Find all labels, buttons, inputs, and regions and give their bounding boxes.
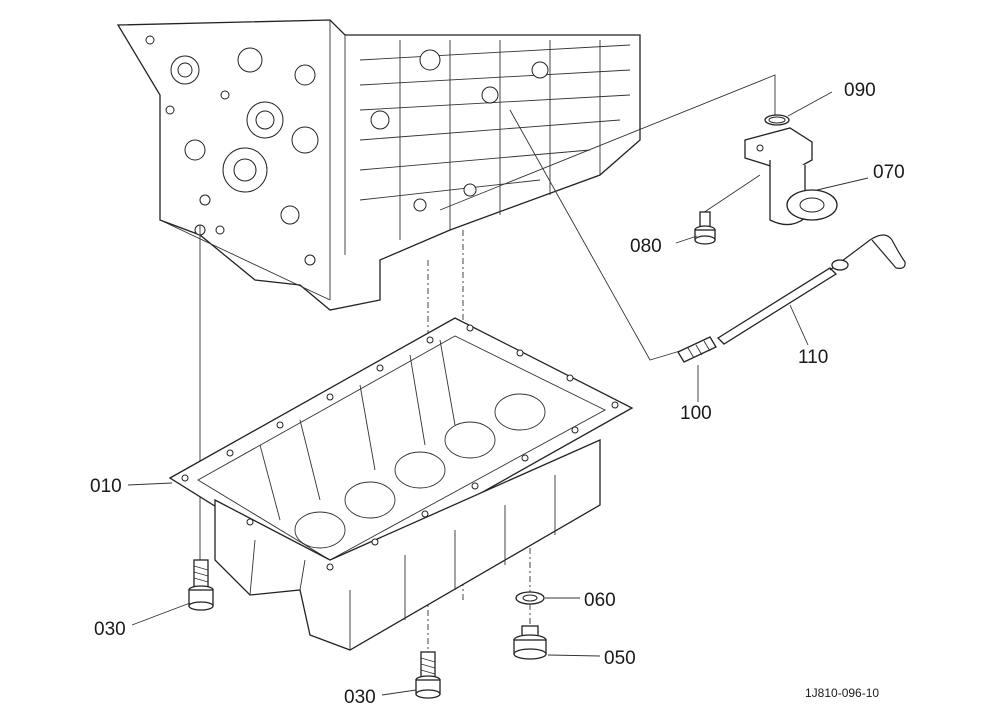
- o-ring: [764, 114, 790, 126]
- leader-lines: [127, 91, 869, 696]
- callout-labels: 010 030 030 050 060 070 080 090 100 110 …: [90, 80, 905, 708]
- bracket-bolt: [694, 211, 716, 245]
- drain-plug: [513, 625, 547, 660]
- callout-050: 050: [604, 648, 636, 669]
- crank-clearance-shapes: [294, 393, 546, 549]
- callout-060: 060: [584, 590, 616, 611]
- callout-110: 110: [798, 347, 828, 368]
- callout-090: 090: [844, 80, 876, 101]
- pan-bolt-bottom: [415, 651, 441, 699]
- drain-gasket: [515, 591, 545, 605]
- engine-block: [116, 19, 641, 311]
- block-face-holes: [145, 35, 549, 266]
- flange-bolt-holes: [181, 324, 619, 571]
- drawing-code: 1J810-096-10: [805, 686, 879, 700]
- oil-pan: [168, 317, 634, 651]
- dipstick-guide: [677, 336, 717, 363]
- callout-080: 080: [630, 236, 662, 257]
- callout-070: 070: [873, 162, 905, 183]
- callout-100: 100: [680, 403, 712, 424]
- dipstick: [716, 234, 906, 345]
- filter-bracket: [744, 127, 838, 226]
- callout-030-left: 030: [94, 619, 126, 640]
- pan-bolt-left: [188, 559, 214, 611]
- callout-010: 010: [90, 476, 122, 497]
- callout-030-bottom: 030: [344, 687, 376, 708]
